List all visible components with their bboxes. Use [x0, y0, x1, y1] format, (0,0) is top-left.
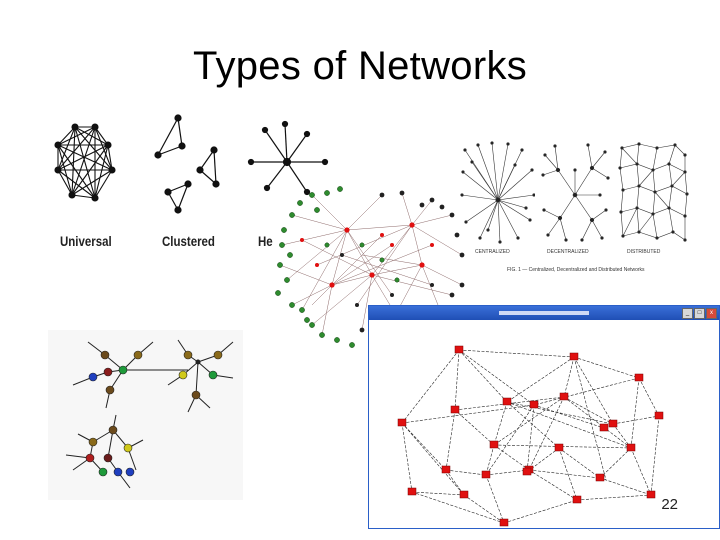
page-number: 22	[661, 496, 678, 513]
clustered-label: Clustered	[162, 233, 215, 249]
red-node-network-diagram	[397, 345, 664, 527]
minimize-icon[interactable]: _	[682, 308, 693, 319]
figure-caption: FIG. 1 — Centralized, Decentralized and …	[507, 267, 645, 273]
network-viewer-window: _ □ x	[368, 305, 720, 529]
maximize-icon[interactable]: □	[694, 308, 705, 319]
centralized-network-diagram	[460, 141, 535, 244]
close-icon[interactable]: x	[706, 308, 717, 319]
centralized-caption: CENTRALIZED	[475, 249, 510, 255]
window-title-text	[499, 310, 589, 315]
baran-network-figure: CENTRALIZED DECENTRALIZED DISTRIBUTED FI…	[455, 135, 690, 280]
colored-cluster-network-diagram	[48, 330, 243, 500]
distributed-caption: DISTRIBUTED	[627, 249, 661, 255]
decentralized-caption: DECENTRALIZED	[547, 249, 589, 255]
slide-title: Types of Networks	[192, 44, 528, 88]
universal-network-diagram	[54, 123, 116, 202]
heterogeneous-label: He	[258, 233, 273, 249]
universal-label: Universal	[60, 233, 112, 249]
star-network-diagram	[247, 120, 329, 196]
distributed-network-diagram	[618, 142, 689, 242]
clustered-network-diagram	[154, 114, 220, 214]
window-title-bar	[369, 306, 719, 320]
decentralized-network-diagram	[541, 143, 610, 242]
